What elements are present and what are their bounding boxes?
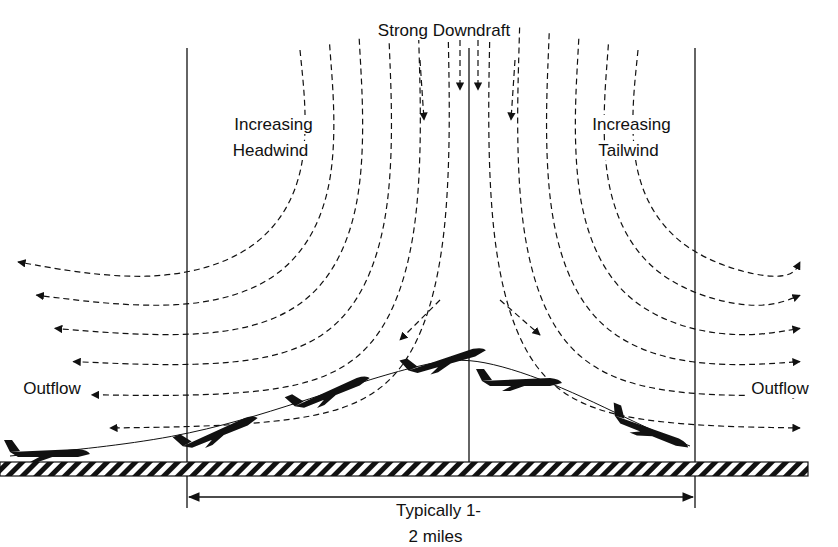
label-text: Increasing Tailwind (589, 115, 670, 160)
wind-streamlines (18, 22, 800, 428)
streamline (500, 300, 540, 335)
region-label: Strong Downdraft (334, 18, 554, 44)
region-label: Outflow (2, 376, 102, 402)
aircraft (476, 369, 562, 391)
dimension-label: Typically 1-2 miles (392, 498, 482, 547)
region-label: Increasing Tailwind (575, 112, 685, 163)
label-text: Outflow (20, 379, 84, 398)
aircraft (173, 405, 261, 458)
streamline (420, 60, 424, 120)
center-line (468, 48, 469, 462)
streamline (547, 33, 800, 364)
streamline (511, 60, 515, 120)
aircraft (399, 337, 488, 382)
streamline (110, 22, 449, 428)
aircraft (605, 402, 693, 455)
streamline (575, 39, 800, 335)
label-text: Increasing Headwind (231, 115, 312, 160)
region-label: Outflow (735, 376, 825, 402)
streamline (55, 39, 363, 335)
dimension-line (189, 496, 693, 497)
label-text: Strong Downdraft (375, 21, 513, 40)
label-text: Typically 1-2 miles (393, 501, 481, 546)
streamline (633, 50, 800, 276)
streamline (400, 300, 440, 340)
flight-path (4, 337, 693, 462)
aircraft (4, 440, 90, 462)
streamline (518, 28, 800, 396)
aircraft (285, 365, 373, 418)
streamline (18, 50, 305, 276)
boundary-line (694, 48, 695, 508)
streamline (92, 28, 421, 396)
ground (0, 462, 808, 476)
streamline (604, 44, 800, 305)
label-text: Outflow (748, 379, 812, 398)
streamline (73, 33, 391, 364)
region-label: Increasing Headwind (217, 112, 327, 163)
streamline (489, 22, 800, 428)
flight-path-line (10, 360, 690, 456)
streamline (36, 44, 333, 305)
